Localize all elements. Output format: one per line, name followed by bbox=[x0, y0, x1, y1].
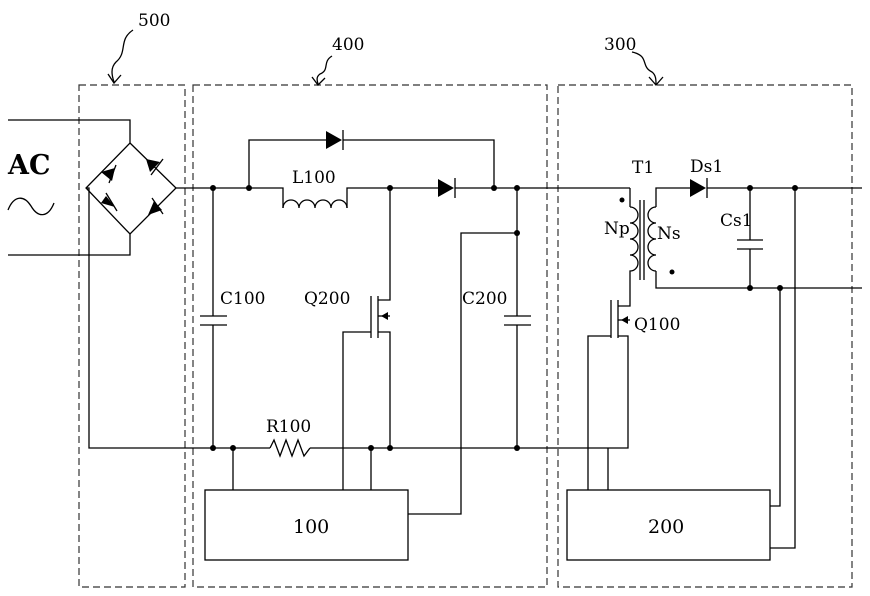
region-300-label: 300 bbox=[604, 35, 636, 55]
region-400-leader bbox=[317, 56, 332, 84]
q100-label: Q100 bbox=[634, 315, 680, 335]
diode-ds1-icon bbox=[690, 179, 706, 197]
t1-label: T1 bbox=[632, 158, 654, 178]
bypass-right-wire bbox=[343, 140, 494, 188]
output-negative-wire bbox=[656, 271, 862, 288]
bypass-diode-icon bbox=[326, 131, 342, 149]
transformer-core-icon bbox=[640, 200, 644, 280]
region-300-leader bbox=[632, 52, 656, 84]
region-400-leader-arrow bbox=[312, 77, 325, 85]
junction-dots bbox=[210, 185, 798, 451]
l100-left-lead bbox=[249, 188, 283, 208]
secondary-winding-ns-icon bbox=[648, 207, 656, 271]
inductor-l100-icon bbox=[283, 200, 347, 208]
return-bus-wire bbox=[310, 338, 628, 448]
secondary-dot bbox=[670, 270, 675, 275]
r100-label: R100 bbox=[266, 417, 311, 437]
ns-label: Ns bbox=[657, 224, 681, 244]
mosfet-q200-icon bbox=[343, 188, 390, 490]
resistor-r100-icon bbox=[270, 440, 310, 456]
l100-right-lead bbox=[347, 188, 390, 208]
region-400-label: 400 bbox=[332, 35, 364, 55]
region-500-box bbox=[79, 85, 185, 587]
cs1-label: Cs1 bbox=[720, 211, 753, 231]
rail-return-wire bbox=[86, 188, 233, 448]
ac-sine-icon bbox=[8, 198, 54, 214]
capacitor-c100-icon bbox=[200, 188, 227, 448]
primary-dot bbox=[620, 198, 625, 203]
output-feedback-negative-wire bbox=[770, 288, 780, 506]
l100-label: L100 bbox=[292, 168, 336, 188]
secondary-top-wire bbox=[656, 188, 690, 207]
np-label: Np bbox=[604, 219, 630, 239]
block-200-label: 200 bbox=[648, 516, 684, 538]
q200-label: Q200 bbox=[304, 289, 350, 309]
output-feedback-positive-wire bbox=[770, 188, 795, 548]
capacitor-cs1-icon bbox=[737, 188, 763, 288]
c200-label: C200 bbox=[462, 289, 507, 309]
region-500-leader bbox=[112, 30, 133, 82]
bus-sense-wire bbox=[408, 233, 517, 514]
boost-diode-icon bbox=[438, 179, 454, 197]
bridge-rectifier bbox=[86, 143, 176, 234]
capacitor-c200-icon bbox=[504, 188, 531, 448]
c100-label: C100 bbox=[220, 289, 265, 309]
region-500-label: 500 bbox=[138, 11, 170, 31]
mosfet-q100-icon bbox=[588, 290, 630, 490]
ac-label: AC bbox=[7, 150, 50, 181]
region-500-leader-arrow bbox=[108, 74, 121, 83]
ac-bottom-wire bbox=[8, 234, 130, 255]
ds1-label: Ds1 bbox=[690, 157, 723, 177]
ac-top-wire bbox=[8, 120, 130, 143]
primary-winding-np-icon bbox=[630, 207, 638, 290]
block-100-label: 100 bbox=[293, 516, 329, 538]
